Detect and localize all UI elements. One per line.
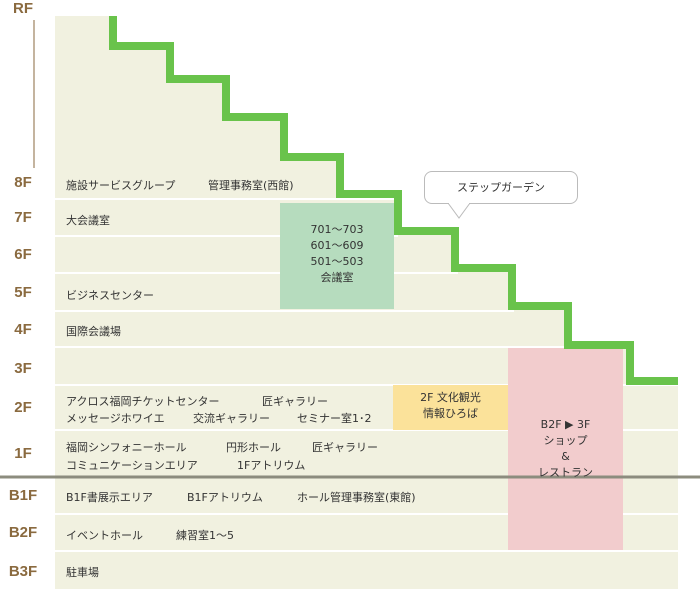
room-1f-symphony-hall: 福岡シンフォニーホール	[66, 441, 187, 454]
room-b1f-hall-admin-east: ホール管理事務室(東館)	[297, 491, 416, 504]
room-1f-atrium: 1Fアトリウム	[237, 459, 306, 472]
floor-label-4f: 4F	[14, 321, 32, 338]
step-garden-callout: ステップガーデン	[424, 171, 578, 204]
floor-label-b2f: B2F	[8, 524, 38, 541]
room-7f-conference: 大会議室	[66, 214, 110, 227]
room-1f-communication-area: コミュニケーションエリア	[66, 459, 198, 472]
room-2f-takumi-gallery: 匠ギャラリー	[262, 395, 328, 408]
meeting-box-line1: 701〜703	[310, 223, 364, 236]
culture-box-text: 2F 文化観光 情報ひろば	[393, 390, 508, 422]
floor-label-8f: 8F	[14, 174, 32, 191]
floor-label-5f: 5F	[14, 284, 32, 301]
room-8f-facility-service: 施設サービスグループ	[66, 179, 176, 192]
floor-separators	[55, 198, 678, 552]
floor-label-rf: RF	[13, 0, 33, 17]
step-garden-line	[109, 16, 678, 385]
culture-box-line2: 情報ひろば	[423, 407, 478, 420]
room-b2f-event-hall: イベントホール	[66, 529, 143, 542]
room-b1f-atrium: B1Fアトリウム	[187, 491, 263, 504]
meeting-box-text: 701〜703 601〜609 501〜503 会議室	[280, 222, 394, 286]
meeting-box-line4: 会議室	[320, 271, 354, 284]
culture-box-line1: 2F 文化観光	[420, 391, 481, 404]
floor-label-b3f: B3F	[8, 563, 38, 580]
room-b3f-parking: 駐車場	[66, 566, 99, 579]
shop-box-line3: &	[561, 450, 570, 463]
room-8f-admin-west: 管理事務室(西館)	[208, 179, 294, 192]
step-garden-callout-text: ステップガーデン	[457, 181, 545, 194]
shop-box-text: B2F ▶ 3F ショップ & レストラン	[508, 417, 623, 481]
room-2f-exchange-gallery: 交流ギャラリー	[193, 412, 270, 425]
callout-seam	[449, 202, 469, 204]
room-b2f-practice-rooms: 練習室1〜5	[176, 529, 234, 542]
floor-label-3f: 3F	[14, 360, 32, 377]
meeting-rooms-box	[280, 203, 394, 309]
floor-label-2f: 2F	[14, 399, 32, 416]
floor-label-7f: 7F	[14, 209, 32, 226]
room-1f-takumi-gallery: 匠ギャラリー	[312, 441, 378, 454]
shop-box-line4: レストラン	[538, 466, 593, 479]
floor-label-b1f: B1F	[8, 487, 38, 504]
room-b1f-calligraphy: B1F書展示エリア	[66, 491, 153, 504]
meeting-box-line3: 501〜503	[310, 255, 364, 268]
shop-box-line2: ショップ	[543, 434, 588, 447]
shop-box-line1: B2F ▶ 3F	[540, 418, 591, 431]
room-2f-ticket-center: アクロス福岡チケットセンター	[66, 395, 220, 408]
room-5f-business-center: ビジネスセンター	[66, 289, 154, 302]
room-1f-circle-hall: 円形ホール	[226, 441, 281, 454]
room-2f-seminar: セミナー室1･2	[297, 412, 372, 425]
room-4f-international: 国際会議場	[66, 325, 121, 338]
room-2f-message-foyer: メッセージホワイエ	[66, 412, 165, 425]
culture-info-box	[393, 385, 508, 430]
meeting-box-line2: 601〜609	[310, 239, 364, 252]
callout-pointer	[447, 202, 471, 219]
shop-restaurant-box	[508, 348, 623, 550]
floor-label-6f: 6F	[14, 246, 32, 263]
floor-label-1f: 1F	[14, 445, 32, 462]
